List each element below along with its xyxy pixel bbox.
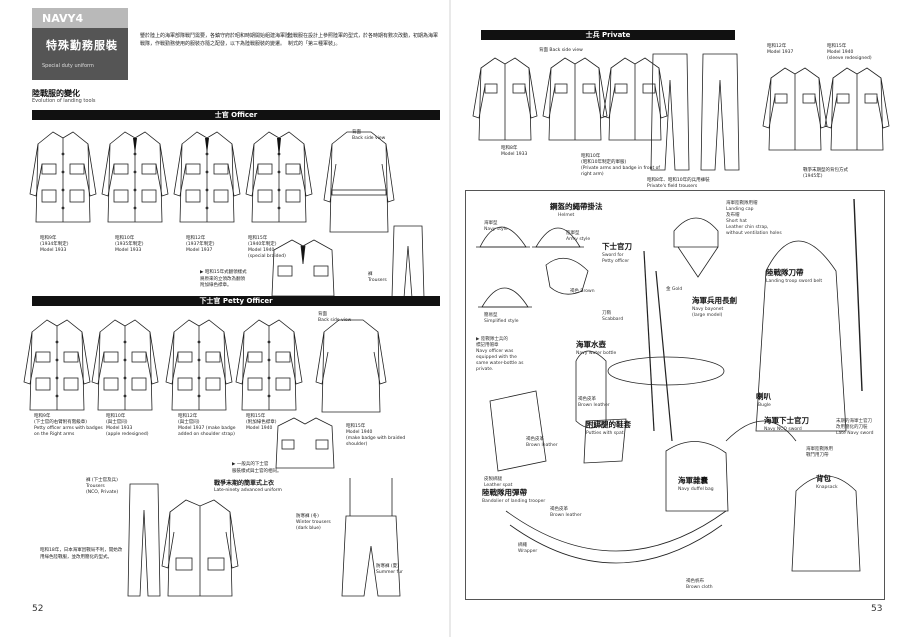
officer-note: ▶ 昭和15年式翻領樣式將原來的立領改為翻領附加綠色襟章。 <box>200 270 247 288</box>
bottom-trousers-caption: 褲 (下士官及兵)Trousers(NCO, Private) <box>86 478 119 495</box>
late-caption: 戰爭末期型的背包方式(1945年) <box>803 168 848 179</box>
chapter-tab: NAVY4 <box>32 8 128 28</box>
header-block: 特殊勤務服裝 Special duty uniform <box>32 28 128 80</box>
nco-sword-title: 下士官刀 <box>602 242 632 251</box>
officer-trousers-illustration <box>391 225 425 299</box>
officer-bar: 士官 Officer <box>32 110 440 120</box>
knapsack-subtitle: Knapsack <box>816 485 838 490</box>
petty-back-illustration <box>315 319 387 413</box>
petty-caption-1: 昭和9年(下士官的右臂附有階級章)Petty officer arms with… <box>34 414 103 437</box>
duffel-bag-subtitle: Navy duffel bag <box>678 487 714 492</box>
bugle-subtitle: Bugle <box>758 403 771 408</box>
petty-officer-bar: 下士官 Petty Officer <box>32 296 440 306</box>
private-late-jackets-illustration <box>762 67 890 151</box>
section-title: 陸戰服的變化 <box>32 89 80 98</box>
private-jackets-illustration <box>472 57 668 141</box>
private-bar: 士兵 Private <box>481 30 735 40</box>
gold-caption: 金 Gold <box>666 287 683 292</box>
overalls-illustration <box>341 478 401 597</box>
combat-belt-note: 海軍陸戰隊用戰鬥用刀帶 <box>806 447 833 458</box>
navy-nco-sword-title: 海軍下士官刀 <box>764 416 809 425</box>
navy-nco-sword-subtitle: Navy NCO sword <box>764 427 802 432</box>
sword-belt-title: 陸戰隊刀帶 <box>766 268 804 277</box>
officer-jackets-illustration <box>29 131 313 223</box>
officer-back-illustration <box>323 131 395 233</box>
summer-fur-caption: 防寒褲 (夏)Summer fur <box>376 564 403 575</box>
water-bottle-subtitle: Navy water bottle <box>576 351 617 356</box>
intro-text-1: 鑒於陸上的海軍部隊戰鬥需要，各鎮守府於昭和時期開始組建海軍陸戰隊，作戰勤務使用的… <box>140 33 291 47</box>
bugle-title: 喇叭 <box>756 392 771 401</box>
bottom-trousers-illustration <box>127 483 161 597</box>
petty-officer-jackets-illustration <box>23 319 303 411</box>
officer-caption-2: 昭和10年(1935年制定)Model 1933 <box>115 236 144 253</box>
knapsack-title: 背包 <box>816 474 831 483</box>
bayonet-subtitle: Navy bayonet(large model) <box>692 307 724 318</box>
bandolier-title: 陸戰隊用彈帶 <box>482 488 527 497</box>
page-number-left: 52 <box>32 604 44 614</box>
officer-caption-4: 昭和15年(1940年制定)Model 1940(special braided… <box>248 236 286 259</box>
brown-hat-caption: 褐色 Brown <box>570 289 595 294</box>
late-jacket-subtitle: Late-ninety advanced uniform <box>214 488 282 493</box>
duffel-bag-title: 海軍雜囊 <box>678 476 708 485</box>
sword-belt-subtitle: Landing troop sword belt <box>766 279 823 284</box>
officer-caption-3: 昭和12年(1937年制定)Model 1937 <box>186 236 215 253</box>
bottom-note: 昭和18年，日本海軍因戰局不利，開始改用綠色陸戰服，並改用簡化的型式。 <box>40 548 123 560</box>
putties-subtitle: Putties with spat <box>586 431 624 436</box>
petty-collar-illustration <box>275 417 335 469</box>
private-trousers-illustration <box>650 53 740 171</box>
private-caption-2: 昭和10年(昭和10年制定的軍服)(Private arms and badge… <box>581 154 660 177</box>
helmet-subtitle: Helmet <box>558 213 575 218</box>
putties-title: 附綁腿的鞋套 <box>586 420 631 429</box>
helmet-title: 鋼盔的繩帶掛法 <box>550 202 603 211</box>
equipment-illustration <box>476 198 863 572</box>
overalls-caption: 防寒褲 (冬)Winter trousers(dark blue) <box>296 514 331 531</box>
late-jacket-title: 戰爭末期的簡單式上衣 <box>214 480 275 487</box>
bayonet-title: 海軍兵用長劍 <box>692 296 737 305</box>
officer-caption-1: 昭和9年(1934年制定)Model 1933 <box>40 236 69 253</box>
private-back-caption: 背面 Back side view <box>539 48 583 53</box>
header-subtitle: Special duty uniform <box>42 63 94 69</box>
petty-caption-2: 昭和10年(與士官同)Model 1933(apple redesigned) <box>106 414 149 437</box>
late-jacket-illustration <box>161 499 239 597</box>
left-page: NAVY4 特殊勤務服裝 Special duty uniform 鑒於陸上的海… <box>0 0 449 637</box>
petty-note: ▶ 一般兵的下士官服裝樣式與士官的相同。 <box>232 462 282 474</box>
intro-text-2: 陸戰服在設計上參照陸軍的型式，於各時期有數次改動，初期為海軍制式的「第三種軍裝」… <box>288 33 439 47</box>
water-bottle-title: 海軍水壺 <box>576 340 606 349</box>
bandolier-subtitle: Bandolier of landing trooper <box>482 499 546 504</box>
petty-caption-4: 昭和15年(附加綠色襟章)Model 1940 <box>246 414 277 431</box>
header-title: 特殊勤務服裝 <box>46 39 118 52</box>
page-number-right: 53 <box>871 604 883 614</box>
section-subtitle: Evolution of landing tools <box>32 98 96 104</box>
